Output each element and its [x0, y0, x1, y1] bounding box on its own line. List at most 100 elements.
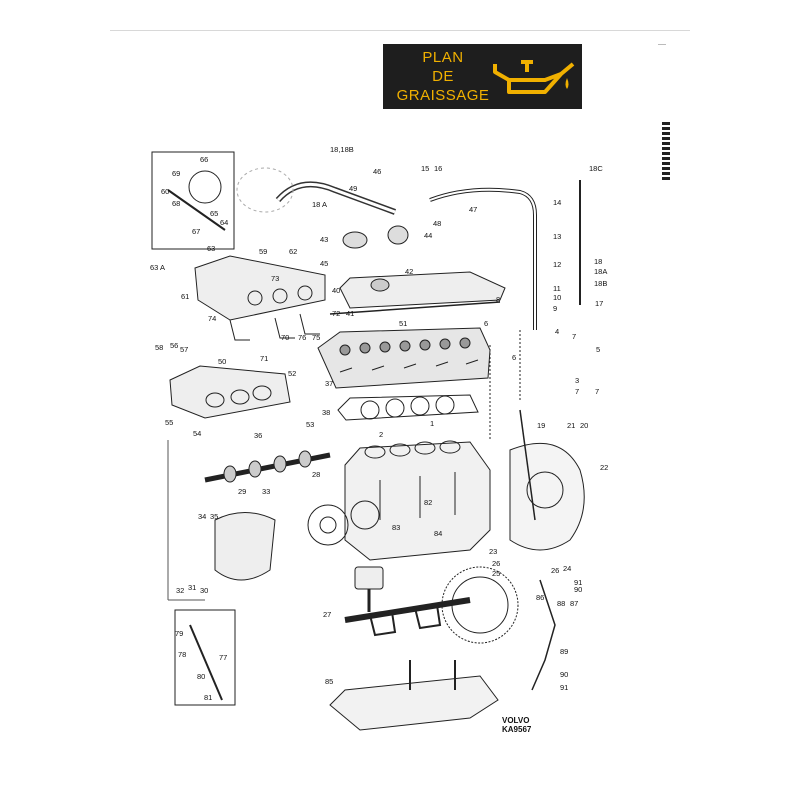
oil-can-icon: [493, 60, 575, 94]
callout-76: 84: [434, 529, 442, 538]
callout-59: 7: [575, 387, 579, 396]
callout-41: 70: [281, 333, 289, 342]
callout-57: 37: [325, 379, 333, 388]
callout-16: 18: [594, 257, 602, 266]
callout-4: 16: [434, 164, 442, 173]
callout-27: 62: [289, 247, 297, 256]
corner-tick: [658, 44, 666, 45]
callout-7: 47: [469, 205, 477, 214]
callout-100: 91: [560, 683, 568, 692]
callout-3: 15: [421, 164, 429, 173]
callout-17: 18A: [594, 267, 607, 276]
callout-99: 90: [560, 670, 568, 679]
callout-20: 40: [332, 286, 340, 295]
callout-43: 75: [312, 333, 320, 342]
top-rule: [110, 30, 690, 31]
callout-25: 17: [595, 299, 603, 308]
callout-19: 11: [553, 284, 561, 293]
callout-33: 64: [220, 218, 228, 227]
callout-22: 10: [553, 293, 561, 302]
callout-83: 26: [492, 559, 500, 568]
badge-title-line-3: GRAISSAGE: [396, 87, 490, 104]
callout-36: 63 A: [150, 263, 165, 272]
callout-79: 35: [210, 512, 218, 521]
callout-10: 43: [320, 235, 328, 244]
callout-31: 68: [172, 199, 180, 208]
callout-84: 25: [492, 569, 500, 578]
callout-67: 20: [580, 421, 588, 430]
callout-81: 31: [188, 583, 196, 592]
callout-91: 88: [557, 599, 565, 608]
callout-46: 6: [484, 319, 488, 328]
callout-89: 27: [323, 610, 331, 619]
callout-34: 67: [192, 227, 200, 236]
callout-8: 14: [553, 198, 561, 207]
callout-72: 33: [262, 487, 270, 496]
callout-73: 28: [312, 470, 320, 479]
callout-53: 56: [170, 341, 178, 350]
callout-18: 18B: [594, 279, 607, 288]
callout-5: 18C: [589, 164, 603, 173]
callout-0: 18,18B: [330, 145, 354, 154]
callout-37: 61: [181, 292, 189, 301]
callout-47: 4: [555, 327, 559, 336]
callout-39: 72: [332, 309, 340, 318]
callout-32: 65: [210, 209, 218, 218]
callout-12: 13: [553, 232, 561, 241]
callout-94: 79: [175, 629, 183, 638]
diagram-reference-code: KA9567: [502, 725, 532, 734]
callout-13: 45: [320, 259, 328, 268]
callout-60: 55: [165, 418, 173, 427]
callout-74: 82: [424, 498, 432, 507]
callout-61: 54: [193, 429, 201, 438]
badge-title-line-2: DE: [432, 68, 454, 85]
brand-label: VOLVO: [502, 716, 530, 725]
badge-title-line-1: PLAN: [422, 49, 464, 66]
callout-38: 73: [271, 274, 279, 283]
callout-45: 51: [399, 319, 407, 328]
callout-35: 63: [207, 244, 215, 253]
callout-101: 85: [325, 677, 333, 686]
callout-87: 91: [574, 578, 582, 587]
callout-78: 34: [198, 512, 206, 521]
callout-82: 30: [200, 586, 208, 595]
callout-80: 32: [176, 586, 184, 595]
callout-96: 77: [219, 653, 227, 662]
callout-24: 9: [553, 304, 557, 313]
callout-51: 7: [595, 387, 599, 396]
callout-28: 66: [200, 155, 208, 164]
lubrication-plan-badge: PLAN DE GRAISSAGE: [383, 44, 582, 109]
callout-40: 71: [260, 354, 268, 363]
callout-92: 87: [570, 599, 578, 608]
callout-54: 57: [180, 345, 188, 354]
callout-26: 59: [259, 247, 267, 256]
callout-1: 46: [373, 167, 381, 176]
callout-2: 49: [349, 184, 357, 193]
crop-mark: [662, 122, 670, 182]
callout-44: 74: [208, 314, 216, 323]
callout-30: 60: [161, 187, 169, 196]
callout-50: 7: [572, 332, 576, 341]
callout-14: 42: [405, 267, 413, 276]
callout-42: 76: [298, 333, 306, 342]
callout-85: 26: [551, 566, 559, 575]
callout-55: 50: [218, 357, 226, 366]
callout-6: 18 A: [312, 200, 327, 209]
callout-64: 2: [379, 430, 383, 439]
callout-97: 80: [197, 672, 205, 681]
callout-71: 29: [238, 487, 246, 496]
callout-49: 5: [596, 345, 600, 354]
callout-62: 53: [306, 420, 314, 429]
callout-69: 22: [600, 463, 608, 472]
callout-56: 52: [288, 369, 296, 378]
callout-11: 44: [424, 231, 432, 240]
callout-52: 58: [155, 343, 163, 352]
callout-93: 89: [560, 647, 568, 656]
callout-66: 21: [567, 421, 575, 430]
callout-77: 23: [489, 547, 497, 556]
callout-63: 38: [322, 408, 330, 417]
callout-9: 48: [433, 219, 441, 228]
callout-65: 1: [430, 419, 434, 428]
